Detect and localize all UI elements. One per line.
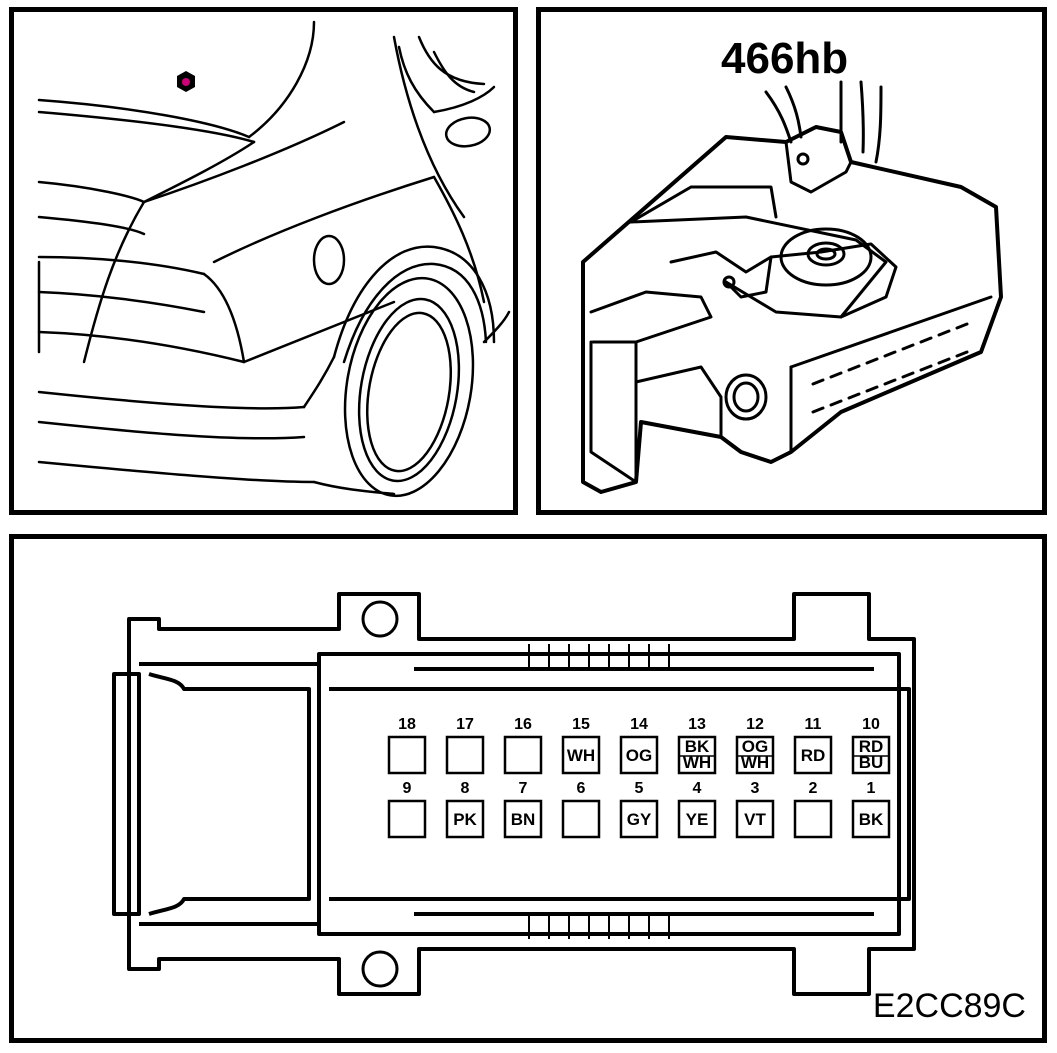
pin-cavity <box>793 735 833 775</box>
pin-number: 1 <box>867 780 876 797</box>
pin-cavity <box>851 735 891 775</box>
pin-cavity <box>793 799 833 839</box>
pin-number: 3 <box>751 780 760 797</box>
pin-cavity <box>619 735 659 775</box>
pin-wire-color: OG <box>742 737 768 756</box>
vehicle-location-panel <box>9 7 518 515</box>
mounting-hole-top <box>361 600 399 638</box>
pin-16: 16 <box>503 716 543 775</box>
pin-wire-color: WH <box>683 753 711 772</box>
mounting-hole-bottom <box>361 950 399 988</box>
pin-cavity <box>387 799 427 839</box>
figure-code-label: E2CC89C <box>872 987 1026 1025</box>
pin-wire-color: PK <box>453 810 477 829</box>
pin-wire-color: WH <box>741 753 769 772</box>
pin-4: 4YE <box>677 780 717 839</box>
pin-9: 9 <box>387 780 427 839</box>
pin-cavity <box>561 735 601 775</box>
pin-cavity <box>735 735 775 775</box>
pin-wire-color: VT <box>744 810 766 829</box>
pin-5: 5GY <box>619 780 659 839</box>
pin-wire-color: YE <box>686 810 709 829</box>
pin-wire-color: OG <box>626 746 652 765</box>
pin-cavity <box>735 799 775 839</box>
pin-6: 6 <box>561 780 601 839</box>
pin-wire-color: RD <box>859 737 884 756</box>
pin-wire-color: GY <box>627 810 652 829</box>
pin-number: 5 <box>635 780 644 797</box>
pin-number: 17 <box>456 716 474 733</box>
pin-cavity <box>445 799 485 839</box>
pin-number: 13 <box>688 716 706 733</box>
pin-cavity <box>677 735 717 775</box>
pin-cavity <box>445 735 485 775</box>
pin-cavity <box>503 735 543 775</box>
pin-cavity <box>387 735 427 775</box>
pin-number: 18 <box>398 716 416 733</box>
ground-point-dot <box>182 78 190 86</box>
pin-number: 6 <box>577 780 586 797</box>
pin-number: 15 <box>572 716 590 733</box>
pin-8: 8PK <box>445 780 485 839</box>
pin-7: 7BN <box>503 780 543 839</box>
pin-wire-color: BN <box>511 810 536 829</box>
pin-wire-color: WH <box>567 746 595 765</box>
pin-cavity <box>619 799 659 839</box>
pin-number: 4 <box>693 780 702 797</box>
pin-cavity <box>851 799 891 839</box>
pin-number: 8 <box>461 780 470 797</box>
connector-3d-drawing <box>581 80 1003 494</box>
connector-view-panel: 466hb <box>536 7 1047 515</box>
connector-reference-label: 466hb <box>721 34 849 83</box>
pin-cavity <box>677 799 717 839</box>
pin-3: 3VT <box>735 780 775 839</box>
pin-wire-color: BU <box>859 753 884 772</box>
pin-18: 18 <box>387 716 427 775</box>
pin-number: 2 <box>809 780 818 797</box>
pin-1: 1BK <box>851 780 891 839</box>
vehicle-rear-drawing <box>37 20 511 498</box>
pin-number: 11 <box>805 716 822 733</box>
pin-number: 10 <box>862 716 880 733</box>
pin-2: 2 <box>793 780 833 839</box>
pin-number: 16 <box>514 716 532 733</box>
pin-number: 12 <box>746 716 764 733</box>
pin-cavity <box>503 799 543 839</box>
pin-cavity <box>561 799 601 839</box>
ground-point-marker <box>177 71 195 92</box>
pin-number: 7 <box>519 780 528 797</box>
pin-17: 17 <box>445 716 485 775</box>
pin-wire-color: BK <box>859 810 884 829</box>
pin-number: 14 <box>630 716 648 733</box>
pin-wire-color: BK <box>685 737 710 756</box>
pin-number: 9 <box>403 780 412 797</box>
pin-wire-color: RD <box>801 746 826 765</box>
